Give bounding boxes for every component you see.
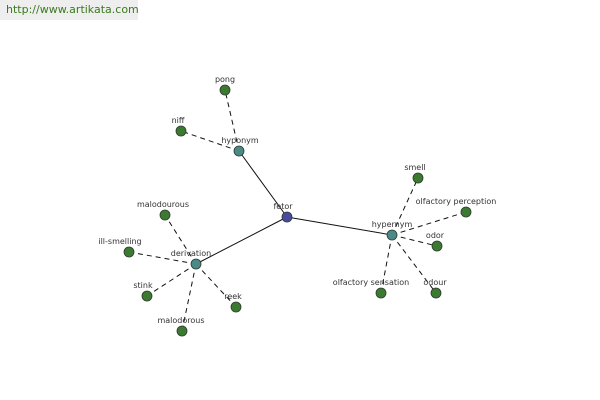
node-odour[interactable] xyxy=(430,287,442,299)
node-ill-smelling[interactable] xyxy=(123,246,135,258)
node-olfactory-sensation[interactable] xyxy=(375,287,387,299)
label-malodourous[interactable]: malodourous xyxy=(137,200,189,209)
node-odor[interactable] xyxy=(431,240,443,252)
label-malodorous[interactable]: malodorous xyxy=(157,316,204,325)
node-smell[interactable] xyxy=(412,172,424,184)
node-stink[interactable] xyxy=(141,290,153,302)
edge-hypernym-olfactory-sensation xyxy=(380,234,393,294)
label-smell[interactable]: smell xyxy=(404,163,425,172)
label-olfactory-perception[interactable]: olfactory perception xyxy=(416,197,497,206)
graph-edges xyxy=(128,89,467,332)
label-hypernym[interactable]: hypernym xyxy=(372,220,413,229)
label-odour[interactable]: odour xyxy=(423,278,447,287)
label-fetor[interactable]: fetor xyxy=(273,202,293,211)
label-odor[interactable]: odor xyxy=(426,231,445,240)
node-fetor[interactable] xyxy=(281,211,293,223)
node-hypernym[interactable] xyxy=(386,229,398,241)
node-reek[interactable] xyxy=(230,301,242,313)
edge-hyponym-niff xyxy=(180,130,240,152)
edge-hypernym-odour xyxy=(391,234,437,294)
label-niff[interactable]: niff xyxy=(172,116,185,125)
node-hyponym[interactable] xyxy=(233,145,245,157)
edge-derivation-reek xyxy=(195,263,237,308)
label-stink[interactable]: stink xyxy=(133,281,153,290)
site-url-link[interactable]: http://www.artikata.com xyxy=(6,3,139,16)
edge-fetor-hyponym xyxy=(238,150,288,218)
edge-fetor-derivation xyxy=(195,216,288,265)
graph-labels: fetor hyponym hypernym derivation pong niff sm… xyxy=(98,75,496,325)
edge-hypernym-odor xyxy=(391,234,438,247)
edge-hyponym-pong xyxy=(224,89,240,152)
edge-derivation-malodourous xyxy=(164,214,197,265)
edge-fetor-hypernym xyxy=(286,216,393,236)
edge-derivation-stink xyxy=(146,263,197,297)
label-ill-smelling[interactable]: ill-smelling xyxy=(98,237,141,246)
node-malodorous[interactable] xyxy=(176,325,188,337)
label-hyponym[interactable]: hyponym xyxy=(221,136,259,145)
url-banner: http://www.artikata.com xyxy=(0,0,139,20)
label-olfactory-sensation[interactable]: olfactory sensation xyxy=(333,278,409,287)
edge-derivation-ill-smelling xyxy=(128,251,197,265)
edge-hypernym-olfactory-perception xyxy=(391,211,467,236)
node-derivation[interactable] xyxy=(190,258,202,270)
edge-hypernym-smell xyxy=(391,177,419,236)
edge-derivation-malodorous xyxy=(181,263,197,332)
node-olfactory-perception[interactable] xyxy=(460,206,472,218)
label-pong[interactable]: pong xyxy=(215,75,235,84)
label-reek[interactable]: reek xyxy=(224,292,242,301)
label-derivation[interactable]: derivation xyxy=(171,249,211,258)
graph-nodes xyxy=(123,84,472,337)
node-pong[interactable] xyxy=(219,84,231,96)
node-malodourous[interactable] xyxy=(159,209,171,221)
node-niff[interactable] xyxy=(175,125,187,137)
